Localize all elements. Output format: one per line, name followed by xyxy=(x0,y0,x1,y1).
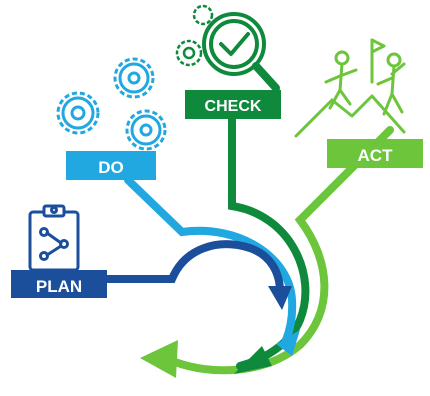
gears-icon xyxy=(56,57,167,151)
do-label-box xyxy=(66,151,156,180)
do-arrowhead-icon xyxy=(276,330,300,356)
act-arrowhead-icon xyxy=(140,340,178,378)
do-label: DO xyxy=(98,158,124,177)
plan-ribbon xyxy=(104,240,284,296)
plan-group: PLAN xyxy=(11,204,107,298)
gears-small-icon xyxy=(175,4,214,67)
act-label-box xyxy=(327,139,423,168)
climbers-flag-icon xyxy=(294,38,406,138)
magnifier-checkmark-icon xyxy=(202,12,280,92)
check-ribbon xyxy=(228,116,310,370)
check-group: CHECK xyxy=(175,4,281,119)
do-ribbon xyxy=(124,176,297,344)
check-arrowhead-icon xyxy=(234,346,272,374)
act-group: ACT xyxy=(294,38,423,168)
plan-label-box xyxy=(11,270,107,298)
act-label: ACT xyxy=(358,146,394,165)
check-label: CHECK xyxy=(205,98,262,115)
plan-arrowhead-icon xyxy=(268,286,292,310)
do-group: DO xyxy=(56,57,167,180)
act-ribbon xyxy=(171,126,394,375)
clipboard-flow-icon xyxy=(28,204,80,272)
plan-label: PLAN xyxy=(36,277,82,296)
check-label-box xyxy=(185,90,281,119)
